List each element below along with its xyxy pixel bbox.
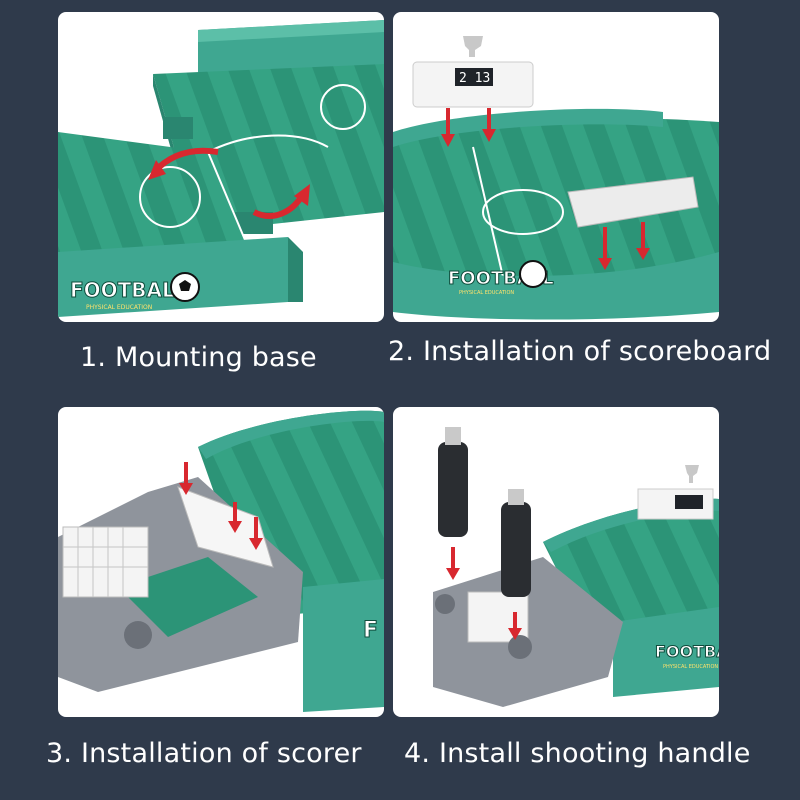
front-wall (58, 237, 288, 317)
goal-net (62, 526, 149, 598)
step-3-image: F (58, 407, 384, 717)
shooting-handle (438, 442, 468, 537)
trophy-icon (685, 465, 699, 483)
brand-subtitle: PHYSICAL EDUCATION (86, 304, 152, 311)
connector-tab (163, 117, 193, 139)
brand-subtitle: PHYSICAL EDUCATION (663, 664, 718, 670)
handle-socket (435, 594, 455, 614)
score-text: 2 13 (459, 71, 490, 86)
brand-logo-partial: F (363, 618, 378, 643)
scorer-part (177, 486, 274, 568)
step-4-image: FOOTBA PHYSICAL EDUCATION (393, 407, 719, 717)
score-display (455, 68, 493, 86)
step-2-caption: 2. Installation of scoreboard (388, 336, 772, 367)
brand-logo: FOOTBALL (70, 278, 188, 302)
goal-net (467, 591, 529, 643)
step-3-caption: 3. Installation of scorer (46, 738, 362, 769)
brand-subtitle: PHYSICAL EDUCATION (459, 290, 514, 296)
field (393, 118, 719, 300)
goal-tray (567, 176, 699, 228)
front-wall (393, 252, 719, 320)
side-wall (303, 579, 384, 712)
front-wall (613, 607, 719, 697)
shooting-handle (501, 502, 531, 597)
trophy-icon (463, 36, 483, 57)
handle-socket (124, 621, 152, 649)
step-1-image: FOOTBALL PHYSICAL EDUCATION (58, 12, 384, 322)
brand-logo-partial: FOOTBA (655, 642, 719, 661)
step-4-caption: 4. Install shooting handle (404, 738, 751, 769)
handle-socket (508, 635, 532, 659)
score-display (675, 495, 703, 509)
step-1-caption: 1. Mounting base (80, 342, 317, 373)
left-field-half (58, 132, 248, 262)
step-2-image: 2 13 FOOTBALL PHYSICAL EDUCATION (393, 12, 719, 322)
soccer-ball-icon (519, 260, 547, 288)
